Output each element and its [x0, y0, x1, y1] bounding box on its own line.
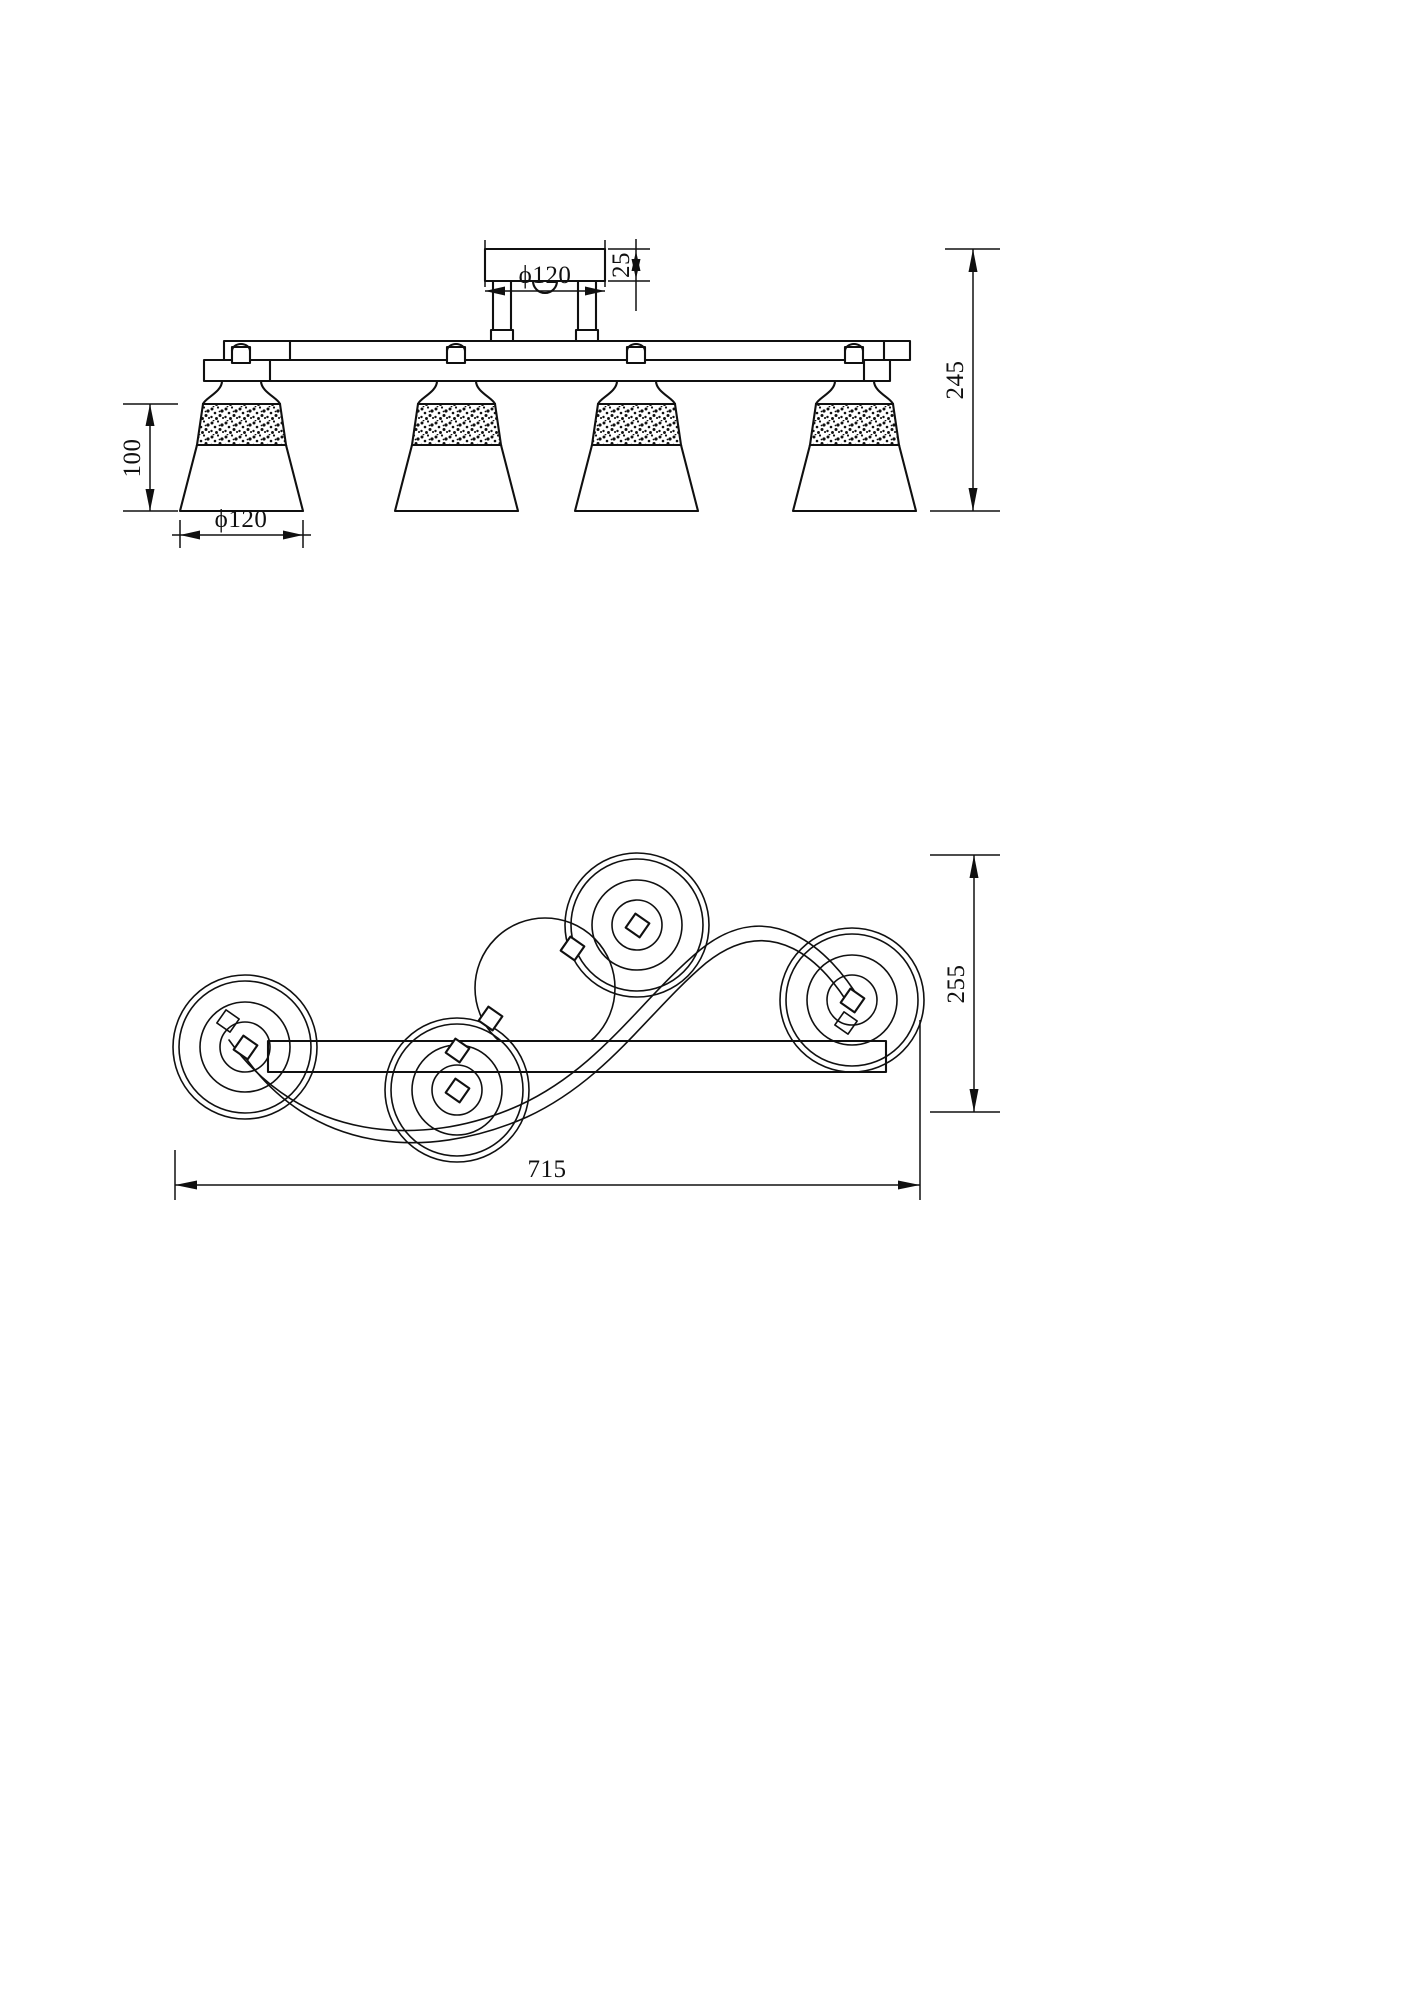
dimension-canopy-diameter: ϕ120	[484, 240, 606, 296]
plan-arc-connector-2	[477, 1005, 504, 1032]
shade-4-band	[808, 402, 901, 447]
plan-shade-left-socket	[216, 1009, 240, 1033]
shade-4-neck	[814, 379, 895, 406]
plan-shade-right-socket	[834, 1011, 858, 1035]
dimension-overall-width: 715	[174, 1020, 921, 1200]
arrowhead-canopy-h-bottom	[631, 259, 641, 279]
socket-knob-4	[843, 345, 865, 365]
plan-shade-left-inner	[219, 1021, 271, 1073]
main-bar-endcap-right	[882, 339, 912, 362]
dimension-shade-height: 100	[119, 403, 178, 512]
shade-1-band	[195, 402, 288, 447]
shade-2-body	[393, 443, 520, 513]
dimension-canopy-height: 25	[608, 239, 650, 311]
plan-shade-second	[384, 1017, 530, 1163]
plan-shade-right	[779, 927, 925, 1073]
canopy-assembly	[483, 247, 607, 344]
plan-curved-arm-edge-lower	[242, 940, 853, 1144]
plan-shade-right-mid	[806, 954, 898, 1046]
socket-knob-1-cap	[230, 342, 252, 353]
dim-label-overall-depth: 255	[943, 965, 970, 1004]
arrowhead-overall-h-bottom	[968, 488, 978, 511]
plan-shade-third-outer	[564, 852, 710, 998]
arrowhead-shade-d-right	[283, 530, 303, 540]
plan-shade-left-mid	[199, 1001, 291, 1093]
socket-knob-2-cap	[445, 342, 467, 353]
plan-main-bar	[266, 1039, 888, 1074]
plan-arc-connectors	[477, 935, 586, 1032]
plan-shade-second-inner	[431, 1064, 483, 1116]
socket-knob-1	[230, 345, 252, 365]
plan-shade-third	[560, 852, 710, 998]
socket-knob-4-cap	[843, 342, 865, 353]
arrowhead-width-right	[898, 1180, 920, 1190]
arrowhead-depth-bottom	[969, 1089, 979, 1112]
front-elevation-view: ϕ120 25 245 100	[119, 239, 1000, 548]
plan-shade-right-outer2	[785, 933, 919, 1067]
dimension-overall-height: 245	[930, 248, 1000, 512]
plan-shade-third-outer2	[570, 858, 704, 992]
socket-knob-2	[445, 345, 467, 365]
plan-shade-left-hub	[232, 1034, 259, 1061]
arrowhead-overall-h-top	[968, 249, 978, 272]
arrowhead-shade-h-bottom	[145, 489, 155, 511]
dim-label-overall-height: 245	[942, 361, 969, 400]
shade-3-neck	[596, 379, 677, 406]
shade-3-band	[590, 402, 683, 447]
lamp-shade-1	[178, 379, 305, 513]
lamp-shade-3	[573, 379, 700, 513]
main-bar-assembly	[202, 339, 912, 383]
canopy-center-knob	[531, 279, 559, 295]
shade-1-body	[178, 443, 305, 513]
plan-shade-right-inner	[826, 974, 878, 1026]
arrowhead-canopy-right	[585, 286, 605, 296]
shade-2-neck	[416, 379, 497, 406]
shade-1-neck	[201, 379, 282, 406]
dim-label-overall-width: 715	[528, 1156, 567, 1183]
plan-arc-connector-1	[559, 935, 586, 962]
arrowhead-shade-d-left	[180, 530, 200, 540]
plan-shade-second-center	[444, 1077, 471, 1104]
lamp-shade-2	[393, 379, 520, 513]
arrowhead-width-left	[175, 1180, 197, 1190]
arrowhead-depth-top	[969, 855, 979, 878]
dim-label-shade-diameter: ϕ120	[215, 506, 268, 533]
plan-shade-third-mid	[591, 879, 683, 971]
dimension-overall-depth: 255	[930, 854, 1000, 1113]
plan-shade-second-hub	[444, 1037, 471, 1064]
lamp-shade-4	[791, 379, 918, 513]
dim-label-canopy-diameter: ϕ120	[519, 262, 572, 289]
plan-shade-left	[172, 974, 318, 1120]
plan-shade-second-outer	[384, 1017, 530, 1163]
dimension-shade-diameter: ϕ120	[172, 506, 311, 548]
socket-knob-3	[625, 345, 647, 365]
arrowhead-canopy-left	[485, 286, 505, 296]
arrowhead-shade-h-top	[145, 404, 155, 426]
main-bar-upper	[286, 339, 888, 362]
plan-shade-right-hub	[839, 987, 866, 1014]
plan-curved-arm	[228, 925, 861, 1144]
plan-shade-third-hub	[624, 912, 651, 939]
dim-label-shade-height: 100	[119, 439, 146, 478]
shade-4-body	[791, 443, 918, 513]
socket-knob-3-cap	[625, 342, 647, 353]
main-bar-lower	[266, 358, 868, 383]
plan-shade-second-outer2	[390, 1023, 524, 1157]
plan-shade-left-outer2	[178, 980, 312, 1114]
main-bar-endcap-right-lower	[862, 358, 892, 383]
dim-label-canopy-height: 25	[608, 252, 635, 278]
shade-3-body	[573, 443, 700, 513]
plan-shade-third-inner	[611, 899, 663, 951]
shade-2-band	[410, 402, 503, 447]
plan-curved-arm-edge-upper	[228, 925, 861, 1132]
plan-view: 255 715	[172, 852, 1000, 1200]
plan-shade-left-outer	[172, 974, 318, 1120]
plan-shade-right-outer	[779, 927, 925, 1073]
socket-knobs	[230, 342, 865, 365]
